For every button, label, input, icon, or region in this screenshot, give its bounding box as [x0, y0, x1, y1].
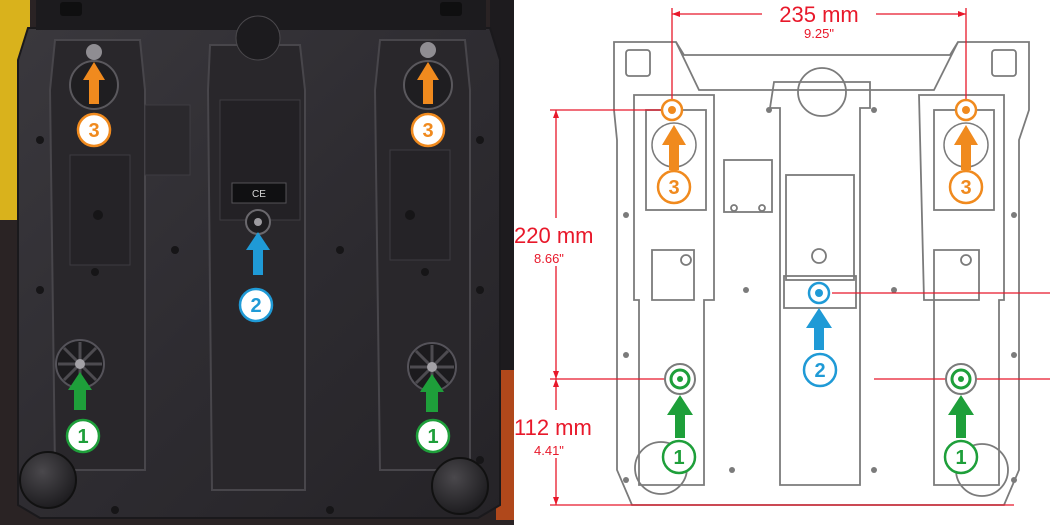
numbered-circle-icon	[656, 169, 984, 475]
top-strap-outline	[675, 41, 959, 91]
marker-1-left: 1	[77, 426, 88, 448]
arrow-up-icon	[83, 62, 439, 104]
small-box-outline	[723, 159, 773, 213]
mount-2-core	[254, 218, 262, 226]
rubber-foot-right	[431, 457, 489, 515]
drawing-marker-1-left: 1	[673, 447, 684, 469]
product-label-text: CE	[252, 189, 266, 200]
dim-upper-bg	[514, 218, 598, 266]
dim-height-upper-mm: 220 mm	[514, 223, 593, 248]
screw-holes	[36, 136, 484, 514]
arrow-up-icon	[246, 232, 270, 275]
drawing-marker-3-left: 3	[668, 177, 679, 199]
hole	[680, 254, 692, 266]
dim-width-in: 9.25"	[804, 26, 834, 41]
hole	[758, 204, 766, 212]
right-inner-box	[389, 149, 451, 261]
product-label-plate	[231, 182, 287, 204]
left-panel	[144, 104, 191, 176]
marker-2: 2	[250, 295, 261, 317]
center-block-outline	[783, 275, 857, 309]
drawing-marker-3-right: 3	[960, 177, 971, 199]
drawing-marker-1-right: 1	[955, 447, 966, 469]
plate-outline	[613, 41, 1030, 506]
drawing-marker-2: 2	[814, 360, 825, 382]
marker-3-left: 3	[88, 120, 99, 142]
dim-height-upper-in: 8.66"	[534, 251, 564, 266]
arrow-up-icon	[806, 308, 832, 350]
mount-2-drawing	[807, 281, 831, 305]
arrow-up-icon	[68, 372, 444, 412]
hole	[960, 254, 972, 266]
mount-3-drawing	[651, 98, 989, 168]
top-notch-left	[60, 2, 82, 16]
center-slot-outline	[785, 174, 855, 281]
left-inner-box	[69, 154, 131, 266]
technical-drawing: 235 mm 9.25" 220 mm 8.66" 112 mm 4.41"	[514, 0, 1050, 525]
marker-1-right: 1	[427, 426, 438, 448]
dim-width-bg	[762, 0, 876, 42]
mount-1-right	[407, 342, 457, 392]
rubber-foot-left	[19, 451, 77, 509]
mount-1-drawing	[664, 363, 977, 395]
top-bump	[235, 15, 281, 61]
left-neck-outline	[651, 249, 695, 301]
marker-3-right: 3	[422, 120, 433, 142]
dim-lower-bg	[514, 410, 598, 458]
center-channel-outline	[768, 81, 871, 486]
small-dots	[623, 107, 1017, 483]
dim-height-lower-in: 4.41"	[534, 443, 564, 458]
hole	[811, 248, 827, 264]
top-tab-right	[991, 49, 1017, 77]
numbered-circle-icon	[65, 112, 451, 454]
right-channel-outline	[918, 94, 1005, 486]
mount-3-right-core	[420, 42, 436, 58]
dim-width-mm: 235 mm	[779, 2, 858, 27]
arrow-up-icon	[662, 125, 978, 170]
left-channel-outline	[633, 94, 715, 486]
dim-arrowheads	[553, 11, 966, 505]
top-bump-outline	[797, 67, 847, 117]
top-tab-left	[625, 49, 651, 77]
arrow-up-icon	[667, 395, 974, 438]
right-neck-outline	[933, 249, 980, 301]
plate-photo: CE	[0, 0, 514, 525]
mount-3-left-core	[86, 44, 102, 60]
mount-1-left	[55, 339, 105, 389]
top-notch-right	[440, 2, 462, 16]
hole	[730, 204, 738, 212]
dim-height-lower-mm: 112 mm	[514, 415, 592, 440]
